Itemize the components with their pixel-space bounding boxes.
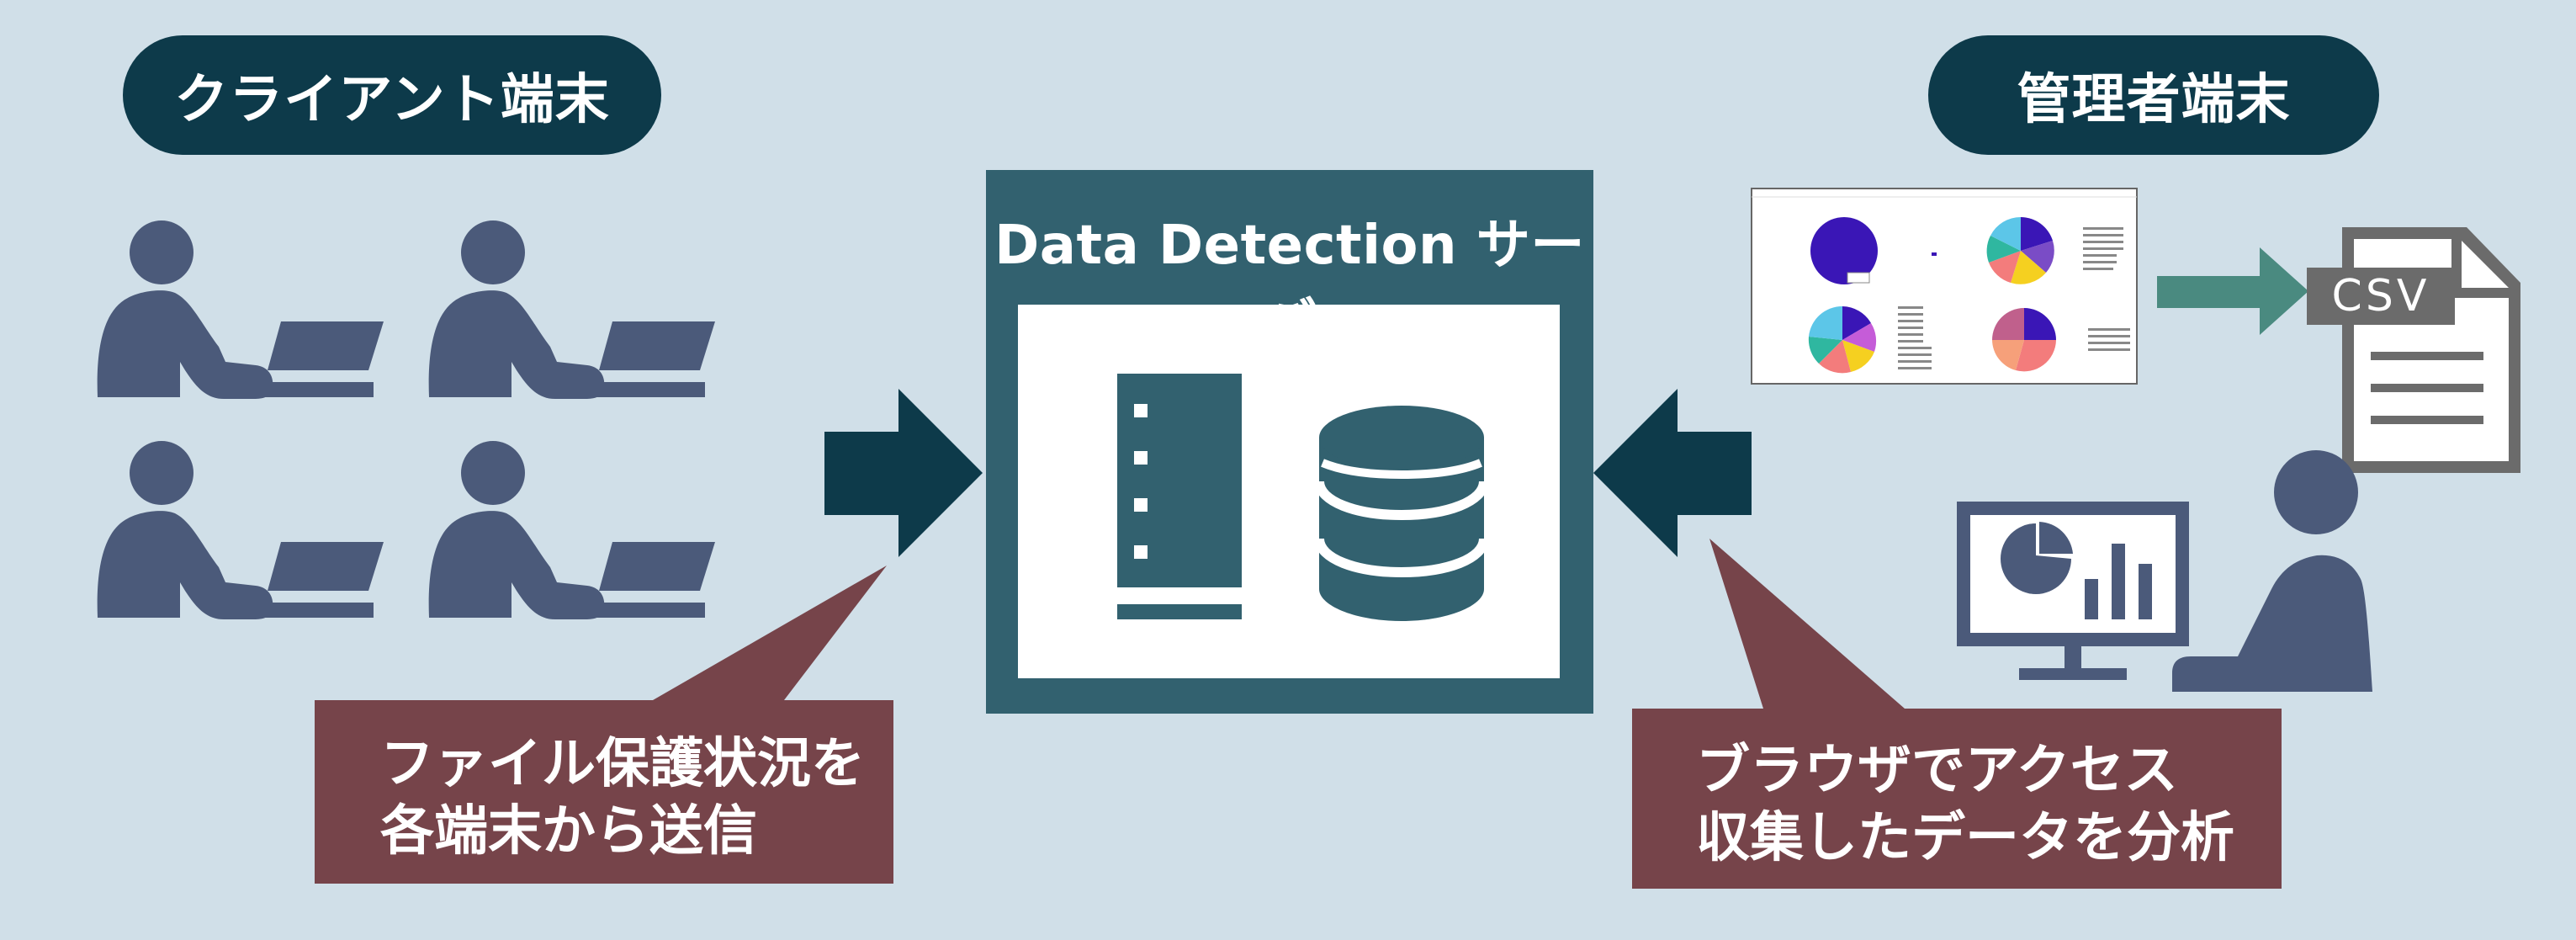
admin-user-icon (2172, 450, 2372, 692)
admin-terminal-label: 管理者端末 (1928, 35, 2379, 155)
export-arrow-icon (2157, 247, 2308, 335)
client-user-3-icon (97, 441, 384, 619)
send-arrow-icon (824, 389, 983, 557)
client-terminal-label: クライアント端末 (123, 35, 661, 155)
csv-label: CSV (2331, 271, 2430, 321)
server-title: Data Detection サーバ (994, 215, 1585, 354)
monitor-chart-icon (1957, 502, 2189, 680)
callout-line: 収集したデータを分析 (1696, 807, 2234, 869)
browser-access-callout: ブラウザでアクセス 収集したデータを分析 (1696, 737, 2285, 872)
access-arrow-icon (1593, 389, 1752, 557)
send-status-callout: ファイル保護状況を 各端末から送信 (380, 730, 902, 865)
left-callout-box (315, 566, 893, 884)
dashboard-thumbnail (1751, 188, 2138, 385)
client-user-4-icon (428, 441, 715, 619)
client-user-1-icon (97, 220, 384, 399)
client-user-2-icon (428, 220, 715, 399)
callout-line: ブラウザでアクセス (1696, 740, 2178, 802)
database-icon (1314, 406, 1489, 621)
csv-document-icon (2307, 227, 2520, 473)
right-callout-box (1632, 539, 2282, 889)
callout-line: ファイル保護状況を (380, 733, 865, 795)
server-rack-icon (1117, 374, 1242, 619)
callout-line: 各端末から送信 (380, 800, 757, 863)
